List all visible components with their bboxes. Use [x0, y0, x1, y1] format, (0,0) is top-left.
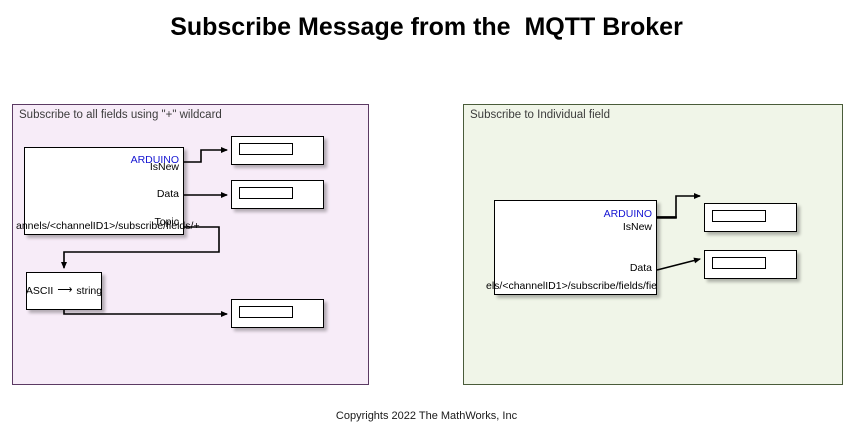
port-label-topic: Topic	[154, 216, 179, 228]
mqtt-subscribe-block-individual-field[interactable]: ARDUINO IsNew Data els/<channelID1>/subs…	[486, 200, 657, 295]
mqtt-topic-path-text: els/<channelID1>/subscribe/fields/fie	[486, 280, 658, 292]
ascii-right-label: string	[76, 285, 103, 297]
arduino-brand-label: ARDUINO	[603, 208, 652, 220]
display-block-topic-string-left[interactable]	[231, 299, 324, 328]
port-label-data: Data	[156, 188, 179, 200]
display-value-isnew-left	[239, 143, 293, 155]
display-block-isnew-right[interactable]	[704, 203, 797, 232]
ascii-left-label: ASCII	[25, 285, 54, 297]
arduino-brand-label: ARDUINO	[130, 154, 179, 166]
display-value-data-right	[712, 257, 766, 269]
copyright-note: Copyrights 2022 The MathWorks, Inc	[335, 410, 518, 422]
display-block-data-left[interactable]	[231, 180, 324, 209]
mqtt-subscribe-block-all-fields[interactable]: ARDUINO IsNew Data Topic annels/<channel…	[16, 147, 200, 235]
panel-left-label: Subscribe to all fields using "+" wildca…	[19, 109, 222, 121]
display-value-data-left	[239, 187, 293, 199]
display-value-topic-string-left	[239, 306, 293, 318]
mqtt-topic-path-text: annels/<channelID1>/subscribe/fields/+	[16, 220, 200, 232]
display-value-isnew-right	[712, 210, 766, 222]
display-block-isnew-left[interactable]	[231, 136, 324, 165]
ascii-to-string-block[interactable]: ASCII ⟶ string	[26, 272, 102, 310]
ascii-to-string-label: ASCII ⟶ string	[25, 273, 103, 309]
port-label-isnew: IsNew	[622, 221, 652, 233]
page-title: Subscribe Message from the MQTT Broker	[170, 13, 683, 41]
display-block-data-right[interactable]	[704, 250, 797, 279]
panel-right-label: Subscribe to Individual field	[470, 109, 610, 121]
port-label-data: Data	[629, 262, 652, 274]
arrow-right-icon: ⟶	[57, 284, 73, 296]
port-label-isnew: IsNew	[149, 161, 179, 173]
